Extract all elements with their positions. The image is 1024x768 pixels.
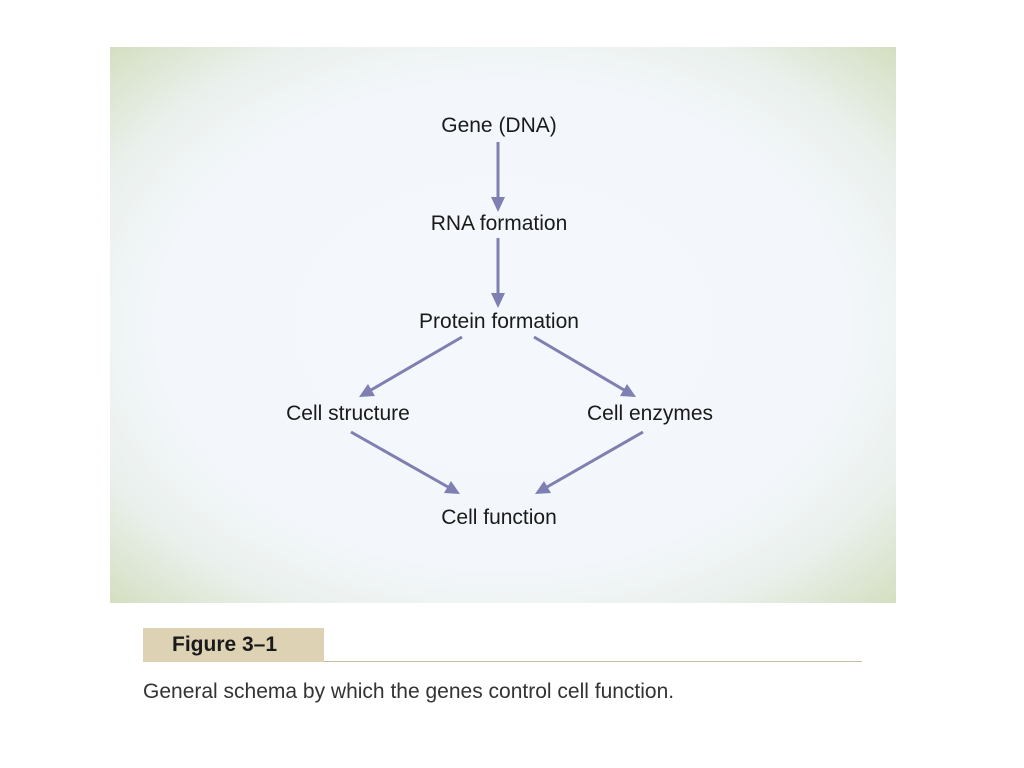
node-rna-formation: RNA formation	[431, 212, 568, 235]
figure-panel: Gene (DNA) RNA formation Protein formati…	[110, 47, 896, 603]
arrow-enzymes-to-function	[535, 430, 644, 494]
node-cell-function: Cell function	[441, 506, 557, 529]
node-protein-formation: Protein formation	[419, 310, 579, 333]
arrow-structure-to-function	[350, 430, 460, 494]
node-cell-enzymes: Cell enzymes	[587, 402, 713, 425]
figure-caption: General schema by which the genes contro…	[143, 680, 675, 703]
arrow-protein-to-structure	[359, 335, 463, 397]
flow-diagram: Gene (DNA) RNA formation Protein formati…	[286, 114, 713, 529]
arrow-gene-to-rna	[491, 142, 505, 212]
node-cell-structure: Cell structure	[286, 402, 410, 425]
arrow-protein-to-enzymes	[533, 335, 636, 397]
arrow-rna-to-protein	[491, 238, 505, 308]
figure-panel-background	[110, 47, 896, 603]
node-gene-dna: Gene (DNA)	[441, 114, 557, 137]
figure-label: Figure 3–1	[143, 628, 324, 662]
caption-divider	[324, 661, 862, 662]
